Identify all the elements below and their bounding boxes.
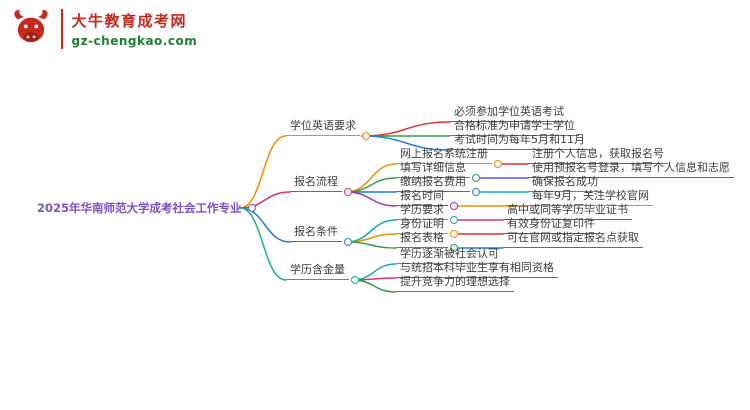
sub-node: 报名时间 xyxy=(396,189,458,210)
leaf-node: 使用预报名号登录，填写个人信息和志愿 xyxy=(528,161,734,178)
root-node: 2025年华南师范大学成考社会工作专业 xyxy=(35,201,256,215)
branch-label: 报名流程 xyxy=(294,175,338,188)
leaf-label: 可在官网或指定报名点获取 xyxy=(507,231,639,244)
collapse-toggle[interactable] xyxy=(450,215,458,224)
sub-node: 填写详细信息 xyxy=(396,161,480,182)
leaf-label: 提升竞争力的理想选择 xyxy=(400,275,510,288)
collapse-toggle[interactable] xyxy=(362,131,370,140)
leaf-node: 高中或同等学历毕业证书 xyxy=(503,203,632,220)
leaf-label: 有效身份证复印件 xyxy=(507,217,595,230)
sub-node: 身份证明 xyxy=(396,217,458,238)
leaf-node: 必须参加学位英语考试 xyxy=(450,105,568,122)
sub-label: 缴纳报名费用 xyxy=(400,175,466,188)
leaf-label: 每年9月，关注学校官网 xyxy=(532,189,649,202)
link-path xyxy=(239,135,287,209)
sub-node: 网上报名系统注册 xyxy=(396,147,502,168)
branch-node-degree-value: 学历含金量 xyxy=(286,263,359,284)
leaf-label: 注册个人信息，获取报名号 xyxy=(532,147,664,160)
root-label: 2025年华南师范大学成考社会工作专业 xyxy=(37,201,242,215)
sub-label: 网上报名系统注册 xyxy=(400,147,488,160)
leaf-node: 考试时间为每年5月和11月 xyxy=(450,133,589,150)
leaf-label: 考试时间为每年5月和11月 xyxy=(454,133,585,146)
sub-label: 报名时间 xyxy=(400,189,444,202)
collapse-toggle[interactable] xyxy=(472,187,480,196)
sub-label: 报名表格 xyxy=(400,231,444,244)
leaf-node: 可在官网或指定报名点获取 xyxy=(503,231,643,248)
collapse-toggle[interactable] xyxy=(450,201,458,210)
link-path xyxy=(361,121,451,137)
leaf-node: 合格标准为申请学士学位 xyxy=(450,119,579,136)
collapse-toggle[interactable] xyxy=(247,203,256,212)
branch-label: 学历含金量 xyxy=(290,263,345,276)
leaf-node: 学历逐渐被社会认可 xyxy=(396,247,503,264)
link-path xyxy=(239,191,291,209)
leaf-label: 与统招本科毕业生享有相同资格 xyxy=(400,261,554,274)
leaf-label: 确保报名成功 xyxy=(532,175,598,188)
collapse-toggle[interactable] xyxy=(450,229,458,238)
sub-label: 填写详细信息 xyxy=(400,161,466,174)
collapse-toggle[interactable] xyxy=(472,173,480,182)
sub-label: 身份证明 xyxy=(400,217,444,230)
leaf-node: 确保报名成功 xyxy=(528,175,602,192)
leaf-label: 必须参加学位英语考试 xyxy=(454,105,564,118)
collapse-toggle[interactable] xyxy=(344,187,352,196)
leaf-node: 注册个人信息，获取报名号 xyxy=(528,147,668,164)
leaf-node: 与统招本科毕业生享有相同资格 xyxy=(396,261,558,278)
link-path xyxy=(239,207,287,281)
collapse-toggle[interactable] xyxy=(494,159,502,168)
collapse-toggle[interactable] xyxy=(344,237,352,246)
brand-domain: gz-chengkao.com xyxy=(71,34,198,48)
branch-node-english-requirements: 学位英语要求 xyxy=(286,119,370,140)
sub-label: 学历要求 xyxy=(400,203,444,216)
leaf-label: 学历逐渐被社会认可 xyxy=(400,247,499,260)
collapse-toggle[interactable] xyxy=(351,275,359,284)
leaf-label: 高中或同等学历毕业证书 xyxy=(507,203,628,216)
link-path xyxy=(239,207,291,243)
leaf-node: 每年9月，关注学校官网 xyxy=(528,189,653,206)
sub-node: 缴纳报名费用 xyxy=(396,175,480,196)
site-logo[interactable]: 大牛教育成考网 gz-chengkao.com xyxy=(10,8,197,50)
bull-icon xyxy=(14,9,48,43)
sub-node: 学历要求 xyxy=(396,203,458,224)
branch-node-registration-conditions: 报名条件 xyxy=(290,225,352,246)
link-path xyxy=(345,191,397,207)
leaf-node: 有效身份证复印件 xyxy=(503,217,599,234)
brand-name: 大牛教育成考网 xyxy=(71,12,188,30)
logo-text: 大牛教育成考网 gz-chengkao.com xyxy=(72,10,198,48)
leaf-label: 合格标准为申请学士学位 xyxy=(454,119,575,132)
logo-divider xyxy=(61,9,63,49)
leaf-label: 使用预报名号登录，填写个人信息和志愿 xyxy=(532,161,730,174)
branch-label: 报名条件 xyxy=(294,225,338,238)
link-path xyxy=(345,241,397,249)
branch-label: 学位英语要求 xyxy=(290,119,356,132)
link-path xyxy=(351,279,397,293)
link-path xyxy=(345,177,397,193)
leaf-node: 提升竞争力的理想选择 xyxy=(396,275,514,292)
branch-node-registration-process: 报名流程 xyxy=(290,175,352,196)
sub-node: 报名表格 xyxy=(396,231,458,252)
collapse-toggle[interactable] xyxy=(450,243,458,252)
link-path xyxy=(361,135,451,151)
